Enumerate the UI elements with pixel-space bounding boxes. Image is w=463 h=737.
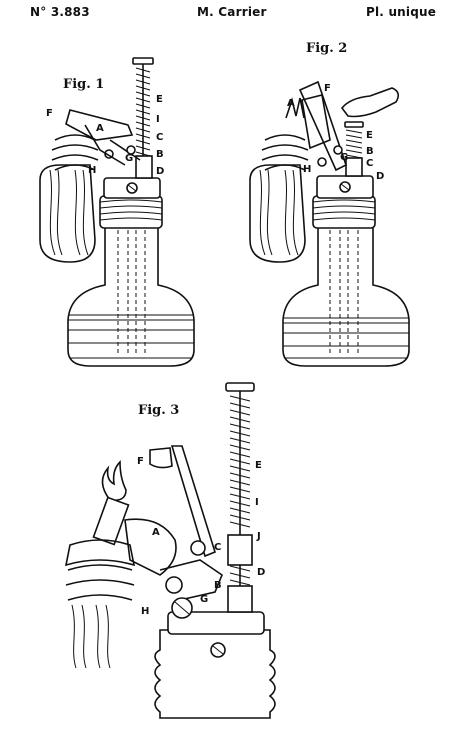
svg-text:I: I xyxy=(156,114,160,125)
svg-text:E: E xyxy=(156,94,163,105)
inventor-name: M. Carrier xyxy=(197,5,267,19)
fig1-drawing: E I C B D F A G H xyxy=(39,57,195,367)
svg-text:I: I xyxy=(255,497,259,508)
svg-text:G: G xyxy=(200,594,208,605)
fig3-base xyxy=(154,611,276,719)
patent-number: N° 3.883 xyxy=(30,5,90,19)
fig1-wick-reservoir xyxy=(39,134,99,263)
svg-text:F: F xyxy=(137,456,144,467)
svg-text:C: C xyxy=(214,542,221,553)
svg-text:C: C xyxy=(366,158,373,169)
svg-text:D: D xyxy=(376,171,384,182)
fig1-lever xyxy=(65,109,141,166)
svg-text:E: E xyxy=(366,130,373,141)
svg-text:B: B xyxy=(156,149,164,160)
svg-text:A: A xyxy=(152,527,160,538)
svg-text:E: E xyxy=(255,460,262,471)
fig1-bottle-body xyxy=(67,224,195,367)
fig2-drawing: F A E B C D G H xyxy=(249,80,410,367)
fig3-flame xyxy=(101,460,127,502)
fig2-neck-threads xyxy=(312,195,376,229)
fig3-wick-holder xyxy=(64,496,136,669)
fig2-title: Fig. 2 xyxy=(306,41,348,56)
fig3-title: Fig. 3 xyxy=(138,403,180,418)
fig2-lever xyxy=(285,80,347,172)
svg-text:B: B xyxy=(214,580,222,591)
fig1-title: Fig. 1 xyxy=(63,77,105,92)
svg-text:H: H xyxy=(303,164,311,175)
fig2-wick-reservoir xyxy=(249,134,309,263)
fig2-bottle-body xyxy=(282,224,410,367)
svg-text:D: D xyxy=(257,567,265,578)
fig3-labels: F E I A J C D B G H xyxy=(137,456,265,617)
fig1-labels: E I C B D F A G H xyxy=(46,94,164,177)
fig3-lever xyxy=(124,445,223,601)
fig1-spring xyxy=(132,57,154,179)
svg-text:H: H xyxy=(141,606,149,617)
fig3-drawing: F E I A J C D B G H xyxy=(64,382,276,719)
fig3-spring xyxy=(225,382,255,613)
fig1-neck-threads xyxy=(99,195,163,229)
svg-text:B: B xyxy=(366,146,374,157)
svg-text:C: C xyxy=(156,132,163,143)
fig2-spring xyxy=(344,121,364,177)
svg-text:D: D xyxy=(156,166,164,177)
fig2-finger xyxy=(340,87,400,118)
fig2-labels: F A E B C D G H xyxy=(287,83,384,182)
svg-text:A: A xyxy=(287,98,295,109)
plate-label: Pl. unique xyxy=(366,5,437,19)
fig3-snuffer-cap xyxy=(149,447,173,469)
svg-text:J: J xyxy=(256,531,261,542)
svg-text:F: F xyxy=(324,83,331,94)
svg-text:A: A xyxy=(96,123,104,134)
svg-text:F: F xyxy=(46,108,53,119)
svg-text:G: G xyxy=(125,153,133,164)
svg-text:H: H xyxy=(88,165,96,176)
svg-text:G: G xyxy=(340,152,348,163)
